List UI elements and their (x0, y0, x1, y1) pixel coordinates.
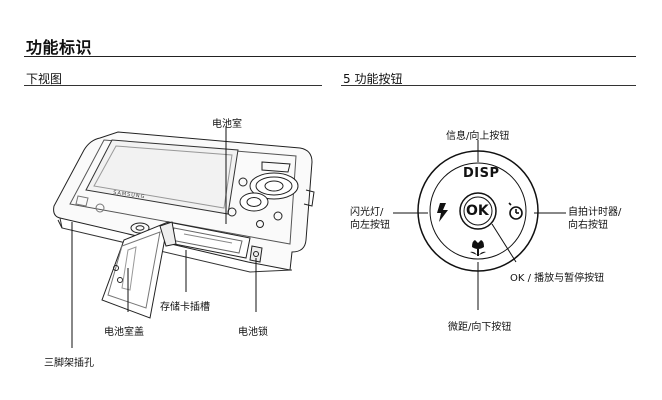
label-tripod-socket: 三脚架插孔 (44, 358, 94, 369)
section-title-function-buttons: 5 功能按钮 (343, 72, 403, 86)
section-divider-right (341, 85, 636, 86)
label-left-button-line1: 闪光灯/ (350, 207, 384, 218)
section-divider-left (24, 85, 322, 86)
ok-button-ring (459, 192, 497, 230)
label-ok-button: OK / 播放与暂停按钮 (510, 273, 605, 284)
disp-button[interactable]: DISP (463, 166, 500, 181)
label-battery-lock: 电池锁 (238, 327, 268, 338)
inner-ring (429, 162, 527, 260)
label-battery-cover: 电池室盖 (104, 327, 144, 338)
label-up-button: 信息/向上按钮 (446, 131, 510, 142)
macro-icon (470, 240, 486, 256)
label-right-button-line2: 向右按钮 (568, 220, 608, 231)
page-title: 功能标识 (26, 38, 93, 57)
flash-icon (437, 203, 448, 222)
label-right-button-line1: 自拍计时器/ (568, 207, 622, 218)
label-left-button-line2: 向左按钮 (350, 220, 390, 231)
label-card-slot: 存储卡插槽 (160, 302, 210, 313)
self-timer-icon (508, 202, 523, 220)
section-title-bottom-view: 下视图 (26, 72, 63, 86)
label-battery-chamber: 电池室 (212, 119, 242, 130)
label-down-button: 微距/向下按钮 (448, 322, 512, 333)
title-divider (24, 56, 636, 57)
ok-button[interactable]: OK (466, 203, 489, 219)
